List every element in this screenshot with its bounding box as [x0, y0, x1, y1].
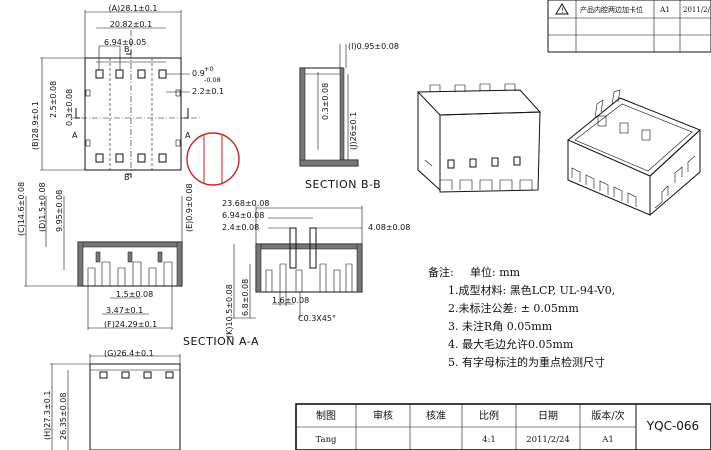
tb-header-drawn: 制图	[316, 409, 336, 422]
dim-26-35-label: 26.35±0.08	[59, 393, 68, 440]
tb-header-approved: 核准	[426, 409, 446, 422]
top-view: (A)28.1±0.1 20.82±0.1 6.94±0.05 (B)28.9±…	[31, 4, 224, 182]
section-aa-view: (C)14.6±0.08 (D)1.5±0.08 9.95±0.08 (E)0.…	[17, 182, 259, 348]
note-item-4: 4. 最大毛边允许0.05mm	[448, 337, 574, 351]
section-a-right-marker: A	[185, 131, 191, 140]
section-aa-slots	[87, 251, 173, 286]
dim-20-82-label: 20.82±0.1	[110, 20, 152, 29]
dim-d-label: (D)1.5±0.08	[38, 182, 47, 232]
dim-j-label: (J)26±0.1	[349, 112, 358, 150]
dim-side-6-94-label: 6.94±0.08	[222, 211, 264, 220]
dim-4-08-label: 4.08±0.08	[368, 223, 410, 232]
dim-e-label: (E)0.9±0.08	[185, 183, 194, 232]
tb-header-version: 版本/次	[591, 409, 624, 422]
tb-value-drawn: Tang	[316, 435, 338, 445]
tb-header-scale: 比例	[479, 409, 499, 422]
tb-value-date: 2011/2/24	[526, 435, 570, 445]
dim-2-2-label: 2.2±0.1	[192, 87, 224, 96]
part-number: YQC-066	[646, 419, 699, 433]
dim-9-95-label: 9.95±0.08	[55, 190, 64, 232]
note-item-3: 3. 未注R角 0.05mm	[448, 319, 553, 333]
revision-text: 产品内腔两边加卡位	[580, 5, 643, 14]
revision-symbol: !	[561, 7, 564, 15]
notes-unit: 单位: mm	[470, 265, 521, 279]
isometric-view-back	[567, 89, 701, 216]
dim-c-label: (C)14.6±0.08	[17, 182, 26, 236]
bottom-pin-row	[95, 153, 167, 163]
dim-1-6-label: 1.6±0.08	[272, 296, 309, 305]
dim-bb-0-3-label: 0.3±0.08	[321, 83, 330, 120]
dim-1-5-label: 1.5±0.08	[116, 290, 153, 299]
title-block: 制图 审核 核准 比例 日期 版本/次 Tang 4:1 2011/2/24 A…	[295, 403, 711, 450]
dim-h-label: (H)27.3±0.1	[43, 391, 52, 441]
note-item-1: 1.成型材料: 黑色LCP, UL-94-V0,	[448, 283, 615, 297]
dim-2-4-label: 2.4±0.08	[222, 223, 259, 232]
bottom-view: (G)26.4±0.1 (H)27.3±0.1 26.35±0.08	[43, 349, 181, 450]
dim-0-3-label: 0.3±0.08	[65, 89, 74, 126]
dim-0-9-tol-down: -0.08	[204, 76, 221, 84]
section-a-left-marker: A	[72, 131, 78, 140]
side-view: 23.68±0.08 6.94±0.08 2.4±0.08 4.08±0.08 …	[222, 199, 410, 338]
side-view-slots	[265, 263, 353, 292]
isometric-view-front	[416, 83, 542, 193]
dim-b-label: (B)28.9±0.1	[31, 101, 40, 150]
dim-0-9-label: 0.9	[192, 69, 205, 78]
dim-23-68-label: 23.68±0.08	[222, 199, 269, 208]
dim-2-5-label: 2.5±0.08	[49, 81, 58, 118]
notes-block: 备注: 单位: mm 1.成型材料: 黑色LCP, UL-94-V0, 2.未标…	[428, 265, 615, 369]
note-item-5: 5. 有字母标注的为重点检测尺寸	[448, 355, 605, 369]
top-view-outline	[84, 57, 182, 171]
revision-triangle-icon	[555, 3, 569, 15]
tb-header-date: 日期	[538, 410, 558, 422]
section-bb-view: (I)0.95±0.08 0.3±0.08 (J)26±0.1 SECTION …	[299, 42, 399, 191]
dim-a-label: (A)28.1±0.1	[109, 4, 158, 13]
red-inspection-circle	[186, 132, 240, 186]
dim-6-8-label: 6.8±0.08	[241, 279, 250, 316]
tb-header-checked: 审核	[373, 409, 393, 422]
dim-0-9-tol-up: +0	[204, 65, 214, 73]
section-b-bottom-marker: B	[124, 173, 130, 182]
note-item-2: 2.未标注公差: ± 0.05mm	[448, 301, 579, 315]
section-aa-title: SECTION A-A	[183, 335, 259, 348]
dim-k-label: (K)10.5±0.08	[225, 284, 234, 338]
dim-6-94-label: 6.94±0.05	[104, 38, 146, 47]
revision-date: 2011/2/2	[683, 6, 711, 14]
tb-value-scale: 4:1	[482, 435, 496, 445]
section-b-top-marker: B	[124, 45, 130, 54]
revision-rev: A1	[659, 5, 670, 14]
tb-value-version: A1	[601, 435, 614, 445]
dim-c0-3-label: C0.3X45°	[298, 314, 336, 323]
dim-3-47-label: 3.47±0.1	[106, 306, 143, 315]
dim-g-label: (G)26.4±0.1	[104, 349, 154, 358]
notes-heading: 备注:	[428, 265, 454, 279]
dim-i-label: (I)0.95±0.08	[348, 42, 399, 51]
revision-table: ! 产品内腔两边加卡位 A1 2011/2/2	[547, 0, 711, 53]
section-bb-title: SECTION B-B	[305, 178, 381, 191]
dim-f-label: (F)24.29±0.1	[104, 320, 157, 329]
